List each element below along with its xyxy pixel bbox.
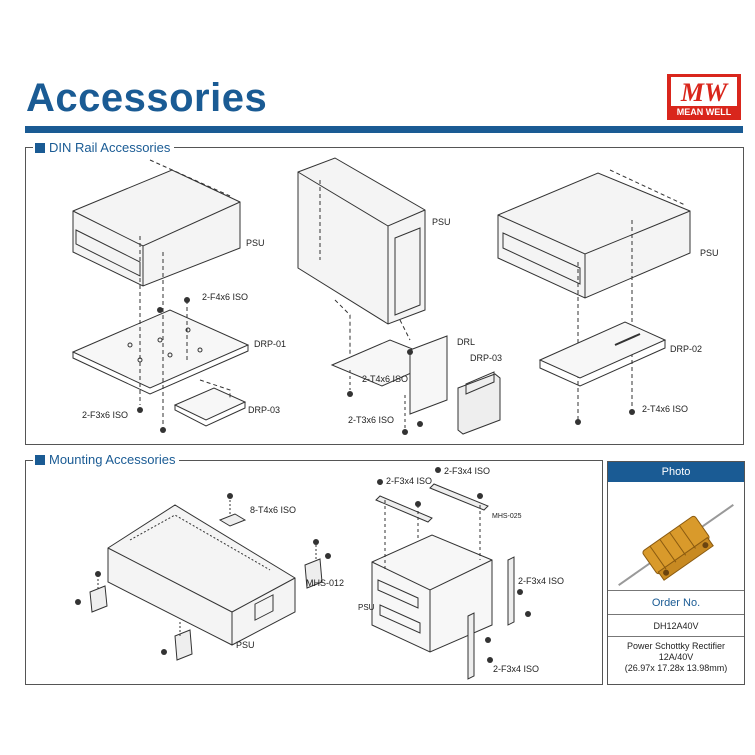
title-rule <box>25 126 743 133</box>
label-t4x6-a: 2-T4x6 ISO <box>362 374 409 384</box>
svg-text:MW: MW <box>680 78 729 107</box>
label-drl: DRL <box>457 337 476 347</box>
order-number: DH12A40V <box>608 614 744 637</box>
heading-square-icon <box>35 142 45 153</box>
heading-square-icon <box>35 454 45 465</box>
mounting-section <box>25 460 603 685</box>
mean-well-logo: MW MEAN WELL <box>667 74 741 120</box>
label-mount-psu: PSU <box>236 640 255 650</box>
label-drp02: DRP-02 <box>670 344 703 354</box>
label-f3x4-c: 2-F3x4 ISO <box>518 576 565 586</box>
label-f3x4-d: 2-F3x4 ISO <box>493 664 540 674</box>
label-psu-2: PSU <box>432 217 451 227</box>
photo-heading: Photo <box>608 462 744 482</box>
schottky-rectifier-image <box>618 504 734 586</box>
label-mhs025: MHS-025 <box>492 513 522 520</box>
label-t3x6: 2-T3x6 ISO <box>348 415 395 425</box>
label-f3x6: 2-F3x6 ISO <box>82 410 129 420</box>
din-rail-section <box>25 147 744 445</box>
label-f3x4-a: 2-F3x4 ISO <box>386 476 433 486</box>
label-drp03-b: DRP-03 <box>470 353 503 363</box>
label-psu-1: PSU <box>246 238 265 248</box>
product-description: Power Schottky Rectifier 12A/40V (26.97x… <box>608 636 744 689</box>
label-t4x6-b: 2-T4x6 ISO <box>642 404 689 414</box>
label-f3x4-b: 2-F3x4 ISO <box>444 466 491 476</box>
label-mount-t4x6: 8-T4x6 ISO <box>250 505 297 515</box>
desc-line-3: (26.97x 17.28x 13.98mm) <box>624 663 728 673</box>
order-label: Order No. <box>608 590 744 615</box>
desc-line-2: 12A/40V <box>658 652 694 662</box>
label-drp03-a: DRP-03 <box>248 405 281 415</box>
label-psu-3: PSU <box>700 248 719 258</box>
label-drp01: DRP-01 <box>254 339 287 349</box>
desc-line-1: Power Schottky Rectifier <box>626 641 726 651</box>
logo-brand-text: MEAN WELL <box>676 107 732 117</box>
din-rail-heading: DIN Rail Accessories <box>33 140 175 155</box>
label-mount-psu-2: PSU <box>358 603 375 612</box>
mounting-heading: Mounting Accessories <box>33 452 180 467</box>
photo-panel: Photo Order No. DH12A40V Power Schottky … <box>607 461 745 685</box>
label-f4x6: 2-F4x6 ISO <box>202 292 249 302</box>
page-title: Accessories <box>26 76 268 120</box>
label-mhs012: MHS-012 <box>306 578 345 588</box>
